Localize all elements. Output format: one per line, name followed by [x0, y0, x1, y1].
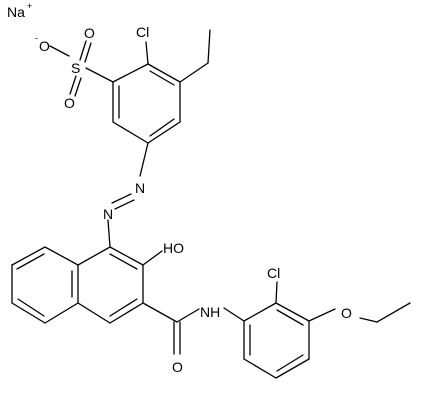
azo-n2-label: N: [103, 206, 113, 222]
chloro-upper-label: Cl: [136, 24, 149, 40]
carbonyl-o-label: O: [172, 359, 183, 375]
top-benzene-ring: [112, 63, 181, 144]
sulfonyl-o-top-label: O: [84, 25, 95, 41]
sulfonate-group: [49, 40, 114, 97]
chloro-bond-lower: [275, 281, 278, 304]
ethoxy-group: [308, 302, 411, 323]
sodium-charge: +: [27, 1, 32, 11]
sulfonyl-o-bottom-label: O: [64, 95, 75, 111]
naphthalene-right-ring: [77, 246, 144, 324]
hydroxyl-bond: [142, 250, 163, 266]
sulfur-label: S: [71, 60, 80, 76]
ethyl-group: [179, 29, 211, 83]
amide-nh-label: NH: [200, 304, 220, 320]
azo-n1-label: N: [135, 180, 145, 196]
ether-o-label: O: [341, 305, 352, 321]
azo-linkage: [107, 142, 149, 248]
sulfonate-o-charge: -: [35, 33, 38, 43]
hydroxyl-label: HO: [163, 240, 184, 256]
chloro-lower-label: Cl: [267, 265, 280, 281]
sulfonate-o-minus-label: O: [39, 38, 50, 54]
sodium-label: Na: [7, 4, 25, 20]
amide-group: [142, 302, 245, 355]
chloro-bond-upper: [145, 41, 149, 65]
naphthalene-left-ring: [11, 246, 79, 324]
bottom-benzene-ring: [243, 302, 310, 379]
